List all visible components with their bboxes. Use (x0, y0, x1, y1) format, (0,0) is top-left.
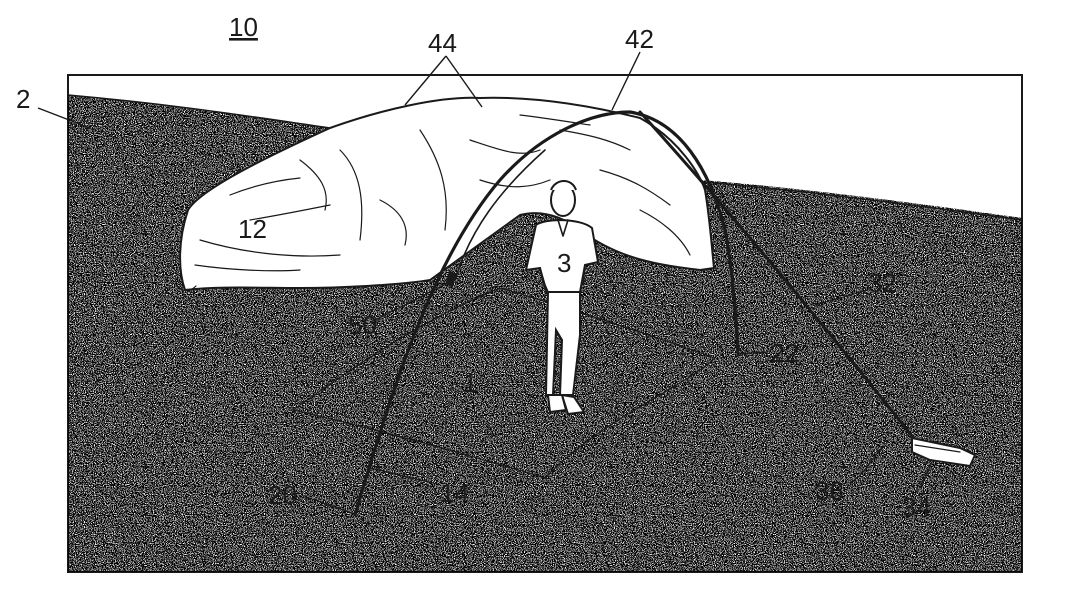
arch-pole (353, 110, 740, 517)
canopy-cover (175, 96, 716, 292)
pole-clip (445, 271, 457, 287)
label-anchor: 34 (902, 492, 931, 522)
label-clip: 50 (348, 310, 377, 340)
label-apex: 42 (625, 24, 654, 54)
label-pole-end-front: 20 (268, 480, 297, 510)
ground-anchor (911, 436, 977, 468)
label-ground: 2 (16, 84, 30, 114)
person-figure (524, 180, 600, 416)
label-anchor-tip: 36 (815, 476, 844, 506)
label-blanket: 1 (463, 368, 477, 398)
tether-line (638, 110, 917, 442)
figure-number-label: 10 (229, 12, 258, 42)
label-person: 3 (557, 248, 571, 278)
label-pole-end-back: 22 (770, 338, 799, 368)
leader-lines (37, 51, 933, 514)
label-tether: 32 (868, 268, 897, 298)
label-pole-front: 14 (440, 478, 469, 508)
reference-labels: 10 2 44 42 12 3 50 32 22 1 14 20 36 34 (16, 12, 931, 522)
label-canopy-edges: 44 (428, 28, 457, 58)
ground-blanket (292, 287, 716, 479)
canopy-edge (454, 149, 546, 281)
label-canopy: 12 (238, 214, 267, 244)
horizon-line (68, 94, 1022, 221)
